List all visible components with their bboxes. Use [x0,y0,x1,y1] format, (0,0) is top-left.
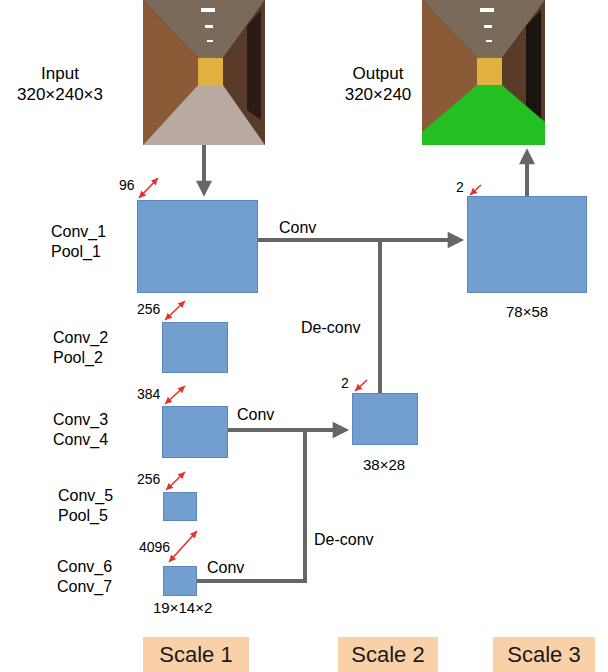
corridor-floor [422,85,545,145]
scale-label: Scale 1 [159,641,232,669]
layer-box: Conv_2 Pool_2256 [162,322,228,373]
input-photo [143,0,265,145]
corridor-end [477,58,502,85]
floor-segmentation [422,85,545,145]
scale-tag: Scale 2 [338,637,438,672]
edge-label: Conv [206,558,245,578]
depth-arrow [165,301,185,320]
edge-label: Conv [278,218,317,238]
channel-count: 96 [119,177,135,195]
depth-arrow [139,178,158,198]
channel-count: 256 [137,301,160,319]
layer-name: Conv_3 Conv_4 [53,410,121,450]
edge-label: De-conv [300,318,362,338]
layer-name: Conv_5 Pool_5 [58,486,126,526]
channel-count: 384 [137,386,160,404]
layer-name: Conv_2 Pool_2 [53,328,121,368]
score-map-box: 278×58 [467,196,587,293]
depth-arrow [165,386,185,404]
scale-label: Scale 2 [351,641,424,669]
dimension-label: 19×14×2 [153,599,212,618]
dimension-label: 38×28 [363,456,405,475]
corridor-door [247,10,261,120]
scale-tag: Scale 1 [143,637,249,672]
photo-frame: Input 320×240×3 [143,0,265,145]
ceiling-light [480,8,494,12]
layer-box: Conv_6 Conv_7409619×14×2 [163,566,197,596]
corridor-end [198,58,223,85]
layer-box: Conv_3 Conv_4384 [162,406,228,458]
depth-arrow [166,472,185,490]
corridor-floor [143,85,265,145]
data-flow-arrow [202,145,206,184]
scale-label: Scale 3 [507,641,580,669]
channel-count: 2 [341,375,349,393]
ceiling-light [205,25,213,28]
depth-arrow [355,380,367,391]
layer-name: Conv_1 Pool_1 [51,222,119,262]
ceiling-light [201,8,215,12]
photo-frame: Output 320×240 [422,0,545,145]
edge-label: Conv [236,405,275,425]
depth-arrow [470,185,481,195]
layer-name: Conv_6 Conv_7 [57,557,125,597]
ceiling-light [486,40,492,42]
ceiling-light [484,25,492,28]
data-flow-arrow [525,161,529,196]
layer-box: Conv_5 Pool_5256 [163,492,197,521]
photo-ground [143,0,265,145]
scale-tag: Scale 3 [493,637,595,672]
photo-ground [422,0,545,145]
channel-count: 4096 [139,539,170,557]
score-map-box: 238×28 [352,393,418,445]
corridor-door [526,10,541,120]
dimension-label: 78×58 [506,303,548,322]
image-label: Output 320×240 [325,63,431,106]
channel-count: 2 [456,179,464,197]
ceiling-light [207,40,213,42]
data-flow-arrow [380,240,451,393]
image-label: Input 320×240×3 [5,63,115,106]
operation-label: De-conv [313,530,375,550]
output-photo [422,0,545,145]
channel-count: 256 [137,471,160,489]
layer-box: Conv_1 Pool_196 [137,200,258,293]
depth-arrow [169,531,197,562]
